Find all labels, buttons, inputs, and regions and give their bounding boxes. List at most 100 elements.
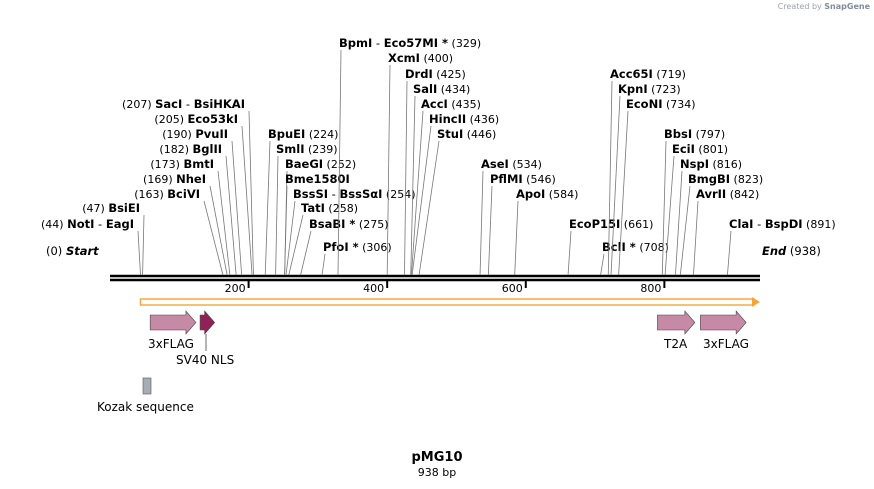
orf-arrowhead: [752, 297, 760, 307]
site-label: BpuEI (224): [268, 127, 338, 141]
site-leader-line: [661, 140, 667, 276]
site-label: EcoP15I (661): [569, 217, 653, 231]
site-label: Acc65I (719): [610, 67, 686, 81]
site-leader-line: [203, 200, 224, 276]
site-label: EcoNI (734): [626, 97, 696, 111]
site-leader-line: [567, 230, 572, 276]
site-label: (190) PvuII: [162, 127, 228, 141]
orf-bar: [139, 298, 755, 306]
site-leader-line: [600, 253, 605, 276]
site-label: (169) NheI: [143, 172, 206, 186]
site-label: SmlI (239): [276, 142, 338, 156]
site-label: ClaI - BspDI (891): [729, 217, 836, 231]
site-leader-line: [418, 140, 440, 276]
site-label: KpnI (723): [618, 82, 681, 96]
site-label: BmgBI (823): [688, 172, 763, 186]
credit-prefix: Created by: [777, 2, 822, 11]
feature-label: SV40 NLS: [176, 353, 234, 367]
site-leader-line: [241, 125, 253, 276]
plasmid-size: 938 bp: [417, 466, 457, 479]
site-leader-line: [618, 110, 629, 276]
site-label: BclI * (708): [602, 240, 669, 254]
end-label: End (938): [762, 244, 821, 258]
plasmid-title-block: pMG10 938 bp: [0, 450, 874, 479]
site-leader-line: [337, 49, 342, 276]
site-leader-line: [664, 155, 675, 276]
plasmid-name: pMG10: [411, 450, 463, 465]
site-leader-line: [288, 214, 304, 276]
site-label: (47) BsiEI: [82, 201, 140, 215]
site-leader-line: [225, 155, 237, 276]
site-label: (207) SacI - BsiHKAI: [122, 97, 245, 111]
axis-tick-label: 200: [225, 282, 246, 295]
site-leader-line: [727, 230, 732, 276]
site-leader-line: [679, 185, 691, 276]
site-label: HincII (436): [429, 112, 499, 126]
site-label: EciI (801): [672, 142, 728, 156]
site-leader-line: [264, 140, 271, 276]
site-leader-line: [275, 155, 279, 276]
site-label: Bme1580I: [285, 172, 350, 186]
site-leader-line: [487, 185, 493, 276]
snapgene-logo: SnapGene: [824, 2, 870, 11]
site-leader-line: [514, 200, 519, 276]
axis-tick-label: 400: [363, 282, 384, 295]
end-label: (0) Start: [46, 244, 99, 258]
site-leader-line: [142, 214, 145, 276]
axis-tick-label: 800: [640, 282, 661, 295]
site-label: BsaBI * (275): [309, 217, 389, 231]
site-label: SalI (434): [413, 82, 470, 96]
feature-box: [142, 377, 152, 395]
site-leader-line: [479, 170, 484, 276]
feature-label: 3xFLAG: [703, 337, 749, 351]
site-leader-line: [411, 125, 432, 276]
site-leader-line: [209, 185, 228, 276]
site-leader-line: [386, 64, 391, 276]
site-label: PfoI * (306): [323, 240, 392, 254]
site-label: BssSI - BssSαI (254): [293, 187, 416, 201]
site-label: (205) Eco53kI: [154, 112, 238, 126]
site-label: BaeGI (252): [285, 157, 356, 171]
site-label: AseI (534): [481, 157, 542, 171]
site-label: (173) BmtI: [150, 157, 214, 171]
site-label: BpmI - Eco57MI * (329): [339, 36, 481, 50]
site-leader-line: [610, 95, 621, 276]
site-leader-line: [248, 110, 254, 276]
site-label: BbsI (797): [664, 127, 725, 141]
site-label: AvrII (842): [696, 187, 759, 201]
site-leader-line: [410, 95, 416, 276]
site-leader-line: [411, 110, 424, 276]
snapgene-credit: Created by SnapGene: [778, 2, 870, 11]
feature-label: 3xFLAG: [148, 337, 194, 351]
site-leader-line: [675, 170, 683, 276]
site-label: XcmI (400): [388, 51, 453, 65]
feature-arrow: [700, 310, 747, 335]
feature-arrow: [199, 310, 216, 335]
feature-arrow: [149, 310, 197, 335]
feature-arrow: [657, 310, 696, 335]
site-label: PflMI (546): [490, 172, 556, 186]
site-label: NspI (816): [680, 157, 742, 171]
site-label: StuI (446): [437, 127, 496, 141]
axis-tick-label: 600: [502, 282, 523, 295]
site-label: (163) BciVI: [134, 187, 200, 201]
site-label: AccI (435): [421, 97, 481, 111]
site-leader-line: [607, 80, 613, 276]
site-label: TatI (258): [301, 201, 358, 215]
site-leader-line: [284, 185, 288, 276]
site-label: DrdI (425): [405, 67, 466, 81]
site-leader-line: [404, 80, 408, 276]
site-leader-line: [285, 200, 296, 276]
site-leader-line: [693, 200, 699, 276]
site-label: (182) BglII: [159, 142, 222, 156]
site-leader-line: [137, 230, 141, 276]
site-label: ApoI (584): [516, 187, 578, 201]
site-leader-line: [231, 140, 243, 276]
feature-label: T2A: [663, 337, 688, 351]
site-leader-line: [321, 253, 326, 276]
site-leader-line: [217, 170, 231, 276]
feature-label: Kozak sequence: [97, 400, 194, 414]
site-leader-line: [300, 230, 312, 276]
site-label: (44) NotI - EagI: [41, 217, 134, 231]
